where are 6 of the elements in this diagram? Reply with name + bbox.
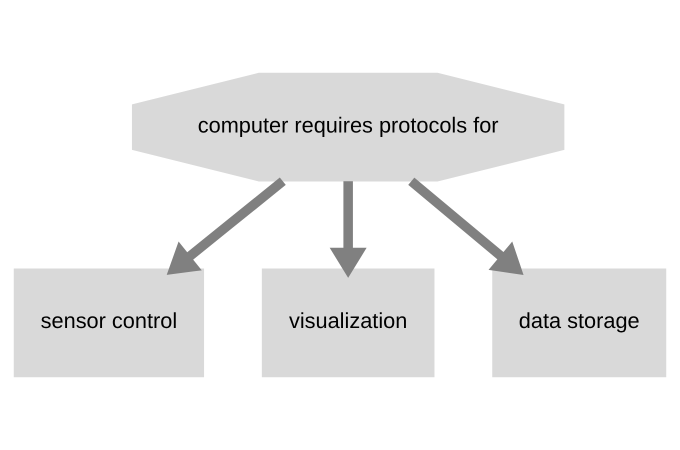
- node-box: data storage: [492, 268, 666, 378]
- arrow: [166, 178, 286, 275]
- arrow: [330, 181, 367, 278]
- node-box: visualization: [262, 268, 434, 378]
- node-box: sensor control: [14, 268, 204, 378]
- arrow: [408, 178, 524, 275]
